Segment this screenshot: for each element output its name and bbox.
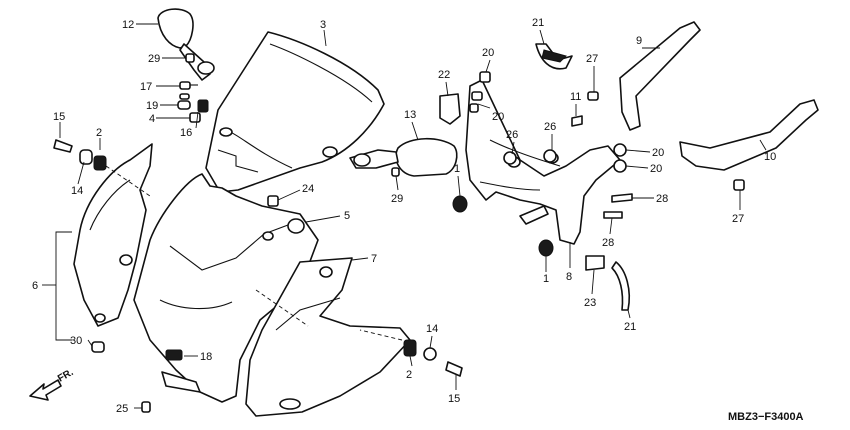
- callout-21: 21: [532, 17, 544, 29]
- callout-19: 19: [146, 100, 158, 112]
- callout-14: 14: [71, 185, 83, 197]
- callout-28: 28: [656, 193, 668, 205]
- upper-bracket: [587, 21, 701, 131]
- callout-20: 20: [482, 47, 494, 59]
- callout-labels: 12 29 17 19 4 16 3 15 2 14 6 30 25 18 24…: [32, 17, 776, 415]
- callout-15b: 15: [448, 393, 460, 405]
- callout-9: 9: [636, 35, 642, 47]
- callout-11: 11: [570, 91, 581, 103]
- callout-27b: 27: [732, 213, 744, 225]
- right-mirror: [349, 137, 458, 177]
- callout-3: 3: [320, 19, 326, 31]
- callout-14b: 14: [426, 323, 438, 335]
- callout-27: 27: [586, 53, 598, 65]
- callout-15: 15: [53, 111, 65, 123]
- small-fasteners-left: [177, 53, 209, 123]
- callout-12: 12: [122, 19, 134, 31]
- right-lower-fasteners: [403, 339, 463, 377]
- front-arrow-icon: [29, 379, 62, 401]
- callout-26: 26: [506, 129, 518, 141]
- lower-bracket: [603, 99, 819, 219]
- callout-18: 18: [200, 351, 212, 363]
- callout-26b: 26: [544, 121, 556, 133]
- callout-21b: 21: [624, 321, 636, 333]
- callout-8: 8: [566, 271, 572, 283]
- callout-17: 17: [140, 81, 152, 93]
- callout-7: 7: [371, 253, 377, 265]
- callout-10: 10: [764, 151, 776, 163]
- callout-5: 5: [344, 210, 350, 222]
- callout-30: 30: [70, 335, 82, 347]
- assembly-lines: [105, 165, 403, 341]
- callout-22: 22: [438, 69, 450, 81]
- callout-4: 4: [149, 113, 155, 125]
- callout-29: 29: [148, 53, 160, 65]
- left-mirror: [157, 8, 215, 81]
- callout-2b: 2: [406, 369, 412, 381]
- callout-20d: 20: [650, 163, 662, 175]
- windscreen: [205, 31, 385, 193]
- inner-cowl: [133, 173, 319, 403]
- callout-6: 6: [32, 280, 38, 292]
- callout-2: 2: [96, 127, 102, 139]
- left-side-cowl: [73, 143, 153, 327]
- callout-25: 25: [116, 403, 128, 415]
- callout-28b: 28: [602, 237, 614, 249]
- front-direction-label: FR.: [56, 367, 76, 385]
- leader-lines: [42, 23, 767, 409]
- callout-29b: 29: [391, 193, 403, 205]
- callout-16: 16: [180, 127, 192, 139]
- right-side-cowl: [245, 257, 411, 417]
- stay-small-parts: [439, 71, 583, 257]
- callout-20c: 20: [652, 147, 664, 159]
- fairing-stay: [465, 79, 621, 245]
- cable-straps: [535, 43, 631, 311]
- front-direction-arrow: FR.: [29, 367, 76, 401]
- callout-23: 23: [584, 297, 596, 309]
- callout-1: 1: [454, 163, 460, 175]
- callout-13: 13: [404, 109, 416, 121]
- callout-20b: 20: [492, 111, 504, 123]
- callout-1b: 1: [543, 273, 549, 285]
- diagram-code: MBZ3−F3400A: [728, 411, 804, 423]
- callout-24: 24: [302, 183, 314, 195]
- lower-left-fasteners: [53, 139, 279, 413]
